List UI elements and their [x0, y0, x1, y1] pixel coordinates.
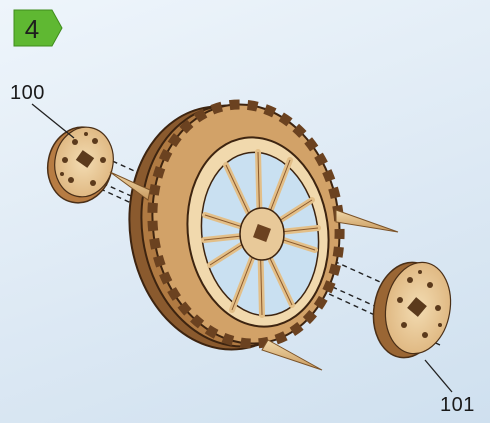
step-number: 4: [17, 14, 47, 45]
part-label-101: 101: [440, 394, 475, 417]
wooden-peg-icon: [262, 340, 322, 370]
wooden-wheel: [114, 92, 355, 362]
wooden-peg-icon: [336, 210, 398, 232]
wooden-disc-100: [41, 121, 120, 209]
part-label-100: 100: [10, 82, 45, 105]
wooden-disc-101: [366, 257, 457, 363]
